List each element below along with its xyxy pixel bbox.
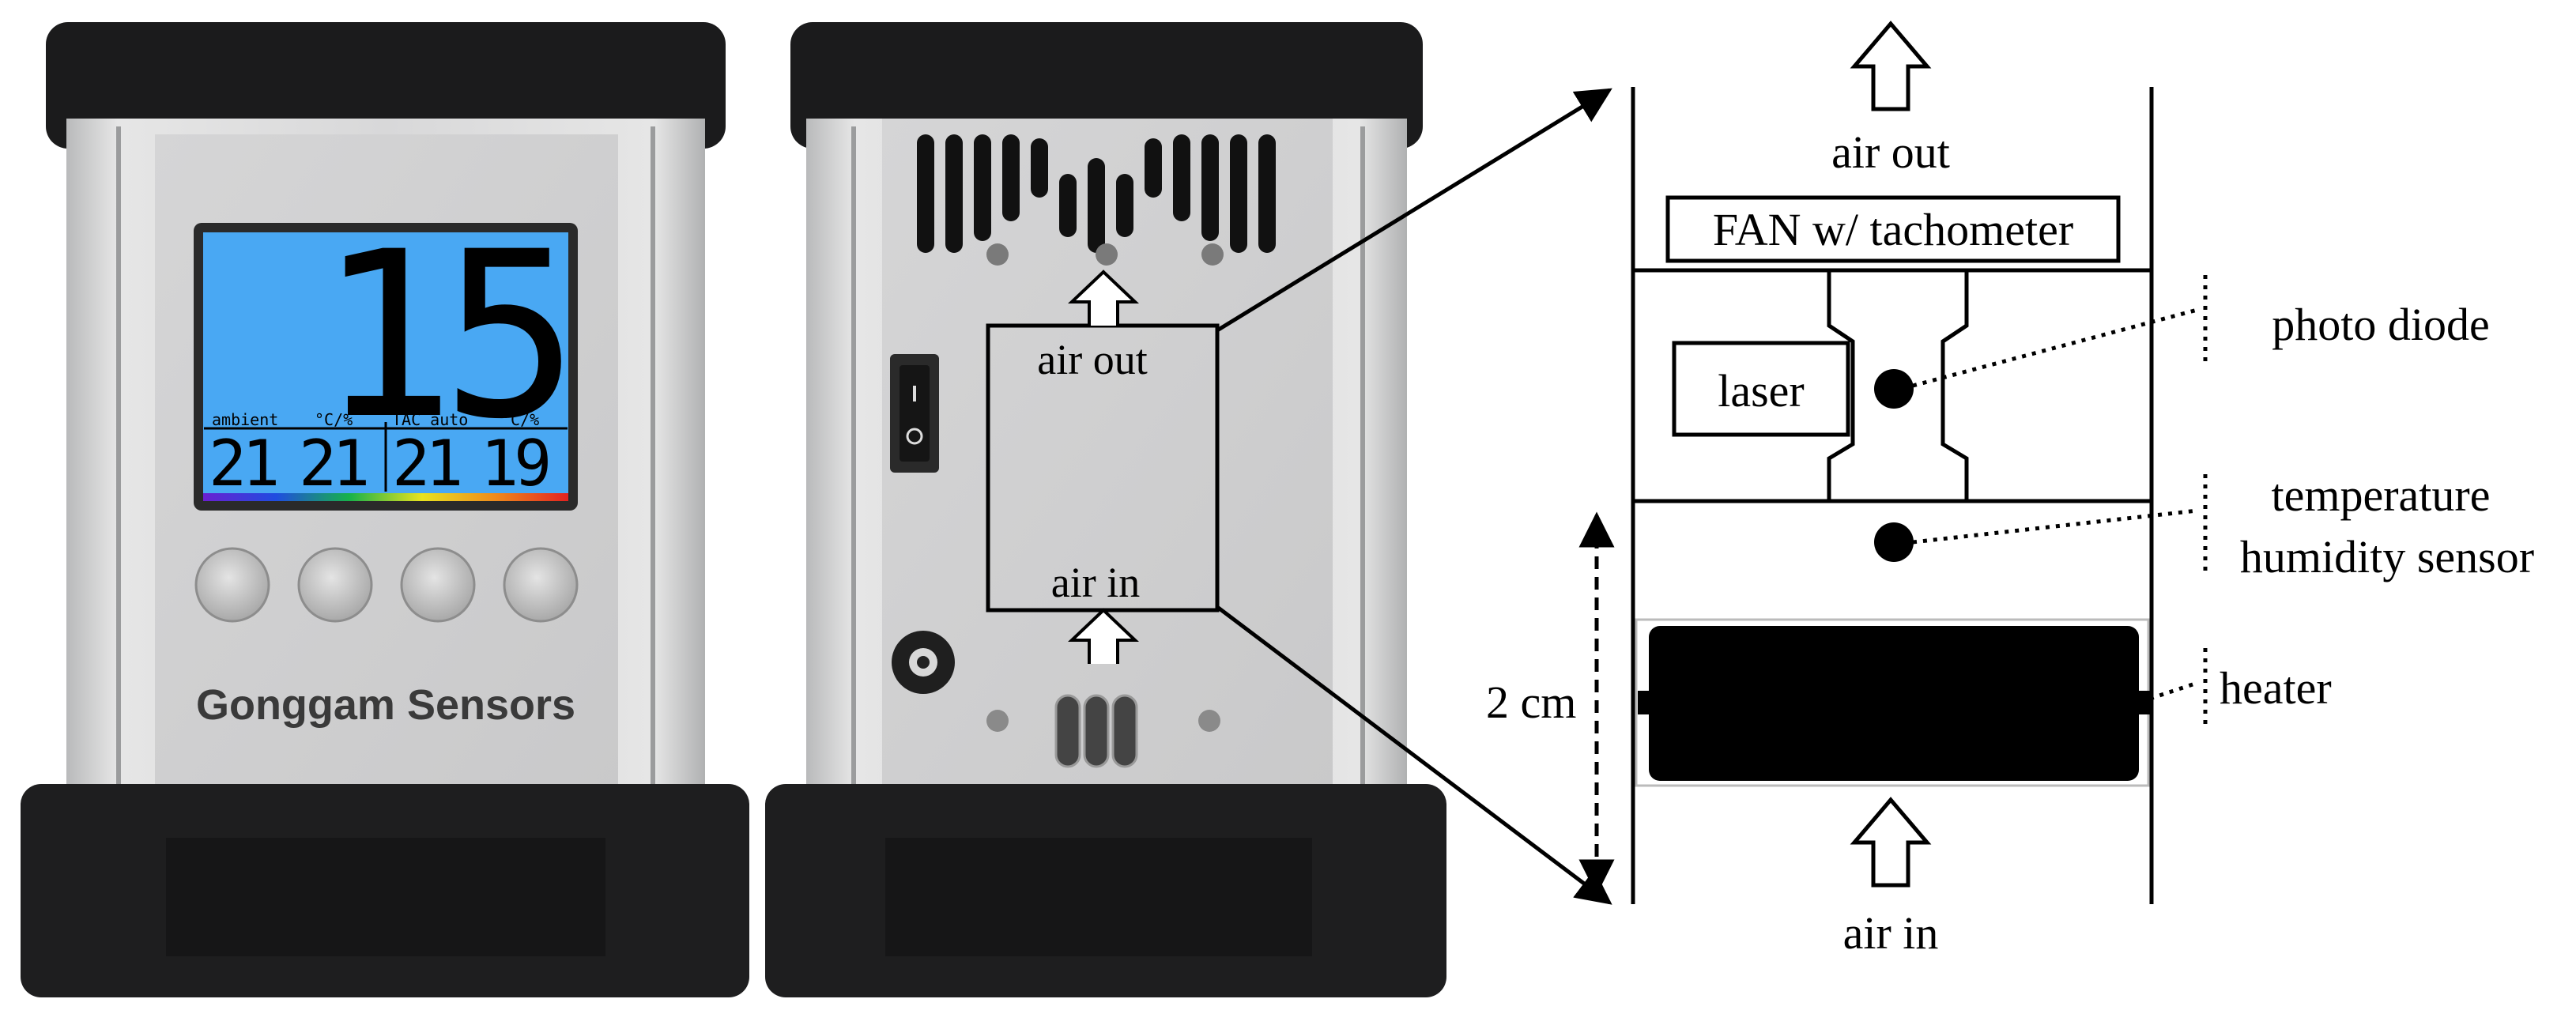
front-button-1[interactable]	[194, 547, 270, 623]
heater-block	[1649, 626, 2139, 781]
dimension-label: 2 cm	[1486, 677, 1576, 728]
front-device: 15 ambient °C/% TAC auto °C/% 21 21 21 1…	[21, 22, 749, 997]
front-button-3[interactable]	[400, 547, 476, 623]
display-tac-label: TAC auto	[392, 410, 468, 429]
laser-label: laser	[1718, 365, 1805, 417]
heater-label: heater	[2220, 662, 2332, 714]
front-top-cap	[46, 22, 726, 149]
rear-top-cap	[790, 22, 1423, 149]
optical-chamber-left	[1827, 270, 1855, 501]
front-button-4[interactable]	[503, 547, 579, 623]
fan-label: FAN w/ tachometer	[1713, 204, 2073, 255]
laser-box	[1672, 341, 1850, 437]
rear-label-air-in: air in	[1051, 559, 1140, 606]
zoom-line-top	[1216, 88, 1612, 333]
zoom-line-bottom	[1216, 605, 1612, 905]
display-ambient-unit: °C/%	[315, 410, 353, 429]
schematic-label-air-out: air out	[1831, 126, 1950, 178]
display-reading-1: 21	[209, 427, 276, 500]
screw-icon	[1096, 243, 1118, 266]
schematic-label-air-in: air in	[1843, 907, 1939, 959]
screw-icon	[986, 710, 1009, 732]
display-main-value: 15	[318, 203, 565, 469]
display-reading-3: 21	[392, 427, 459, 500]
inlet-grill	[1054, 694, 1138, 768]
display-reading-2: 21	[299, 427, 366, 500]
vent-slots	[917, 134, 1276, 253]
temp-label-line1: temperature	[2272, 469, 2491, 521]
screw-icon	[1201, 243, 1224, 266]
rear-device: air out air in	[765, 22, 1446, 997]
photo-diode-label: photo diode	[2272, 299, 2489, 350]
brand-label: Gonggam Sensors	[196, 681, 575, 729]
front-button-2[interactable]	[297, 547, 373, 623]
display-reading-4: 19	[481, 427, 548, 500]
photo-diode-dot	[1874, 369, 1914, 409]
fan-box	[1665, 195, 2121, 263]
temp-sensor-dot	[1874, 522, 1914, 562]
display-ambient-label: ambient	[212, 410, 278, 429]
screw-icon	[986, 243, 1009, 266]
rear-air-in-arrow-icon	[1067, 608, 1140, 664]
screw-icon	[1198, 710, 1220, 732]
temp-label-line2: humidity sensor	[2240, 531, 2534, 582]
rear-label-air-out: air out	[1037, 336, 1147, 383]
top-air-out-arrow-icon	[1850, 21, 1932, 111]
display-tac-unit: °C/%	[501, 410, 539, 429]
rear-air-out-arrow-icon	[1067, 270, 1140, 326]
display-color-bar	[203, 493, 568, 501]
optical-chamber-right	[1940, 270, 1969, 501]
bottom-air-in-arrow-icon	[1850, 797, 1932, 888]
schematic: air out FAN w/ tachometer laser photo di…	[1486, 21, 2534, 959]
